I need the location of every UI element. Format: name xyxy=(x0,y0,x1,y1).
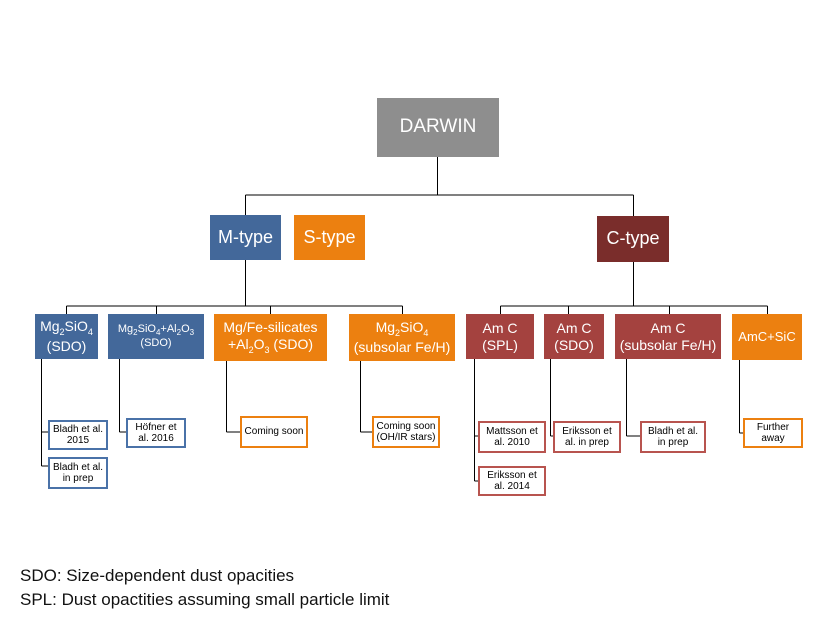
ref-bladh-2015: Bladh et al.2015 xyxy=(48,420,108,450)
model-mgfe-silicates: Mg/Fe-silicates +Al2O3 (SDO) xyxy=(214,314,327,361)
ref-bladh-in-prep-carbon: Bladh et al.in prep xyxy=(640,421,706,453)
model-mg2sio4-sdo: Mg2SiO4 (SDO) xyxy=(35,314,98,359)
model-mg2sio4-subsolar-sub: (subsolar Fe/H) xyxy=(353,338,451,355)
ref-coming-soon: Coming soon xyxy=(240,416,308,448)
model-mg2sio4-al2o3-sub: (SDO) xyxy=(140,337,172,350)
root-node: DARWIN xyxy=(377,98,499,157)
legend-spl: SPL: Dust opactities assuming small part… xyxy=(20,590,390,609)
ref-bladh-in-prep: Bladh et al.in prep xyxy=(48,457,108,489)
mtype-node: M-type xyxy=(210,215,281,260)
model-amc-sdo: Am C (SDO) xyxy=(544,314,604,359)
stype-label: S-type xyxy=(303,226,356,247)
ctype-label: C-type xyxy=(606,228,660,249)
model-mg2sio4-al2o3: Mg2SiO4+Al2O3 (SDO) xyxy=(108,314,204,359)
legend-sdo: SDO: Size-dependent dust opacities xyxy=(20,566,295,585)
mtype-label: M-type xyxy=(217,226,273,247)
model-mg2sio4-subsolar: Mg2SiO4 (subsolar Fe/H) xyxy=(349,314,455,361)
ctype-node: C-type xyxy=(597,216,669,262)
model-mgfe-line1: Mg/Fe-silicates xyxy=(223,319,318,336)
root-label: DARWIN xyxy=(399,116,477,138)
stype-node: S-type xyxy=(294,215,365,260)
model-amc-spl: Am C (SPL) xyxy=(466,314,534,359)
model-mg2sio4-sdo-sub: (SDO) xyxy=(46,337,87,354)
model-amc-subsolar: Am C (subsolar Fe/H) xyxy=(615,314,721,359)
ref-coming-soon-ohir: Coming soon(OH/IR stars) xyxy=(372,416,440,448)
model-amc-sic: AmC+SiC xyxy=(732,314,802,360)
